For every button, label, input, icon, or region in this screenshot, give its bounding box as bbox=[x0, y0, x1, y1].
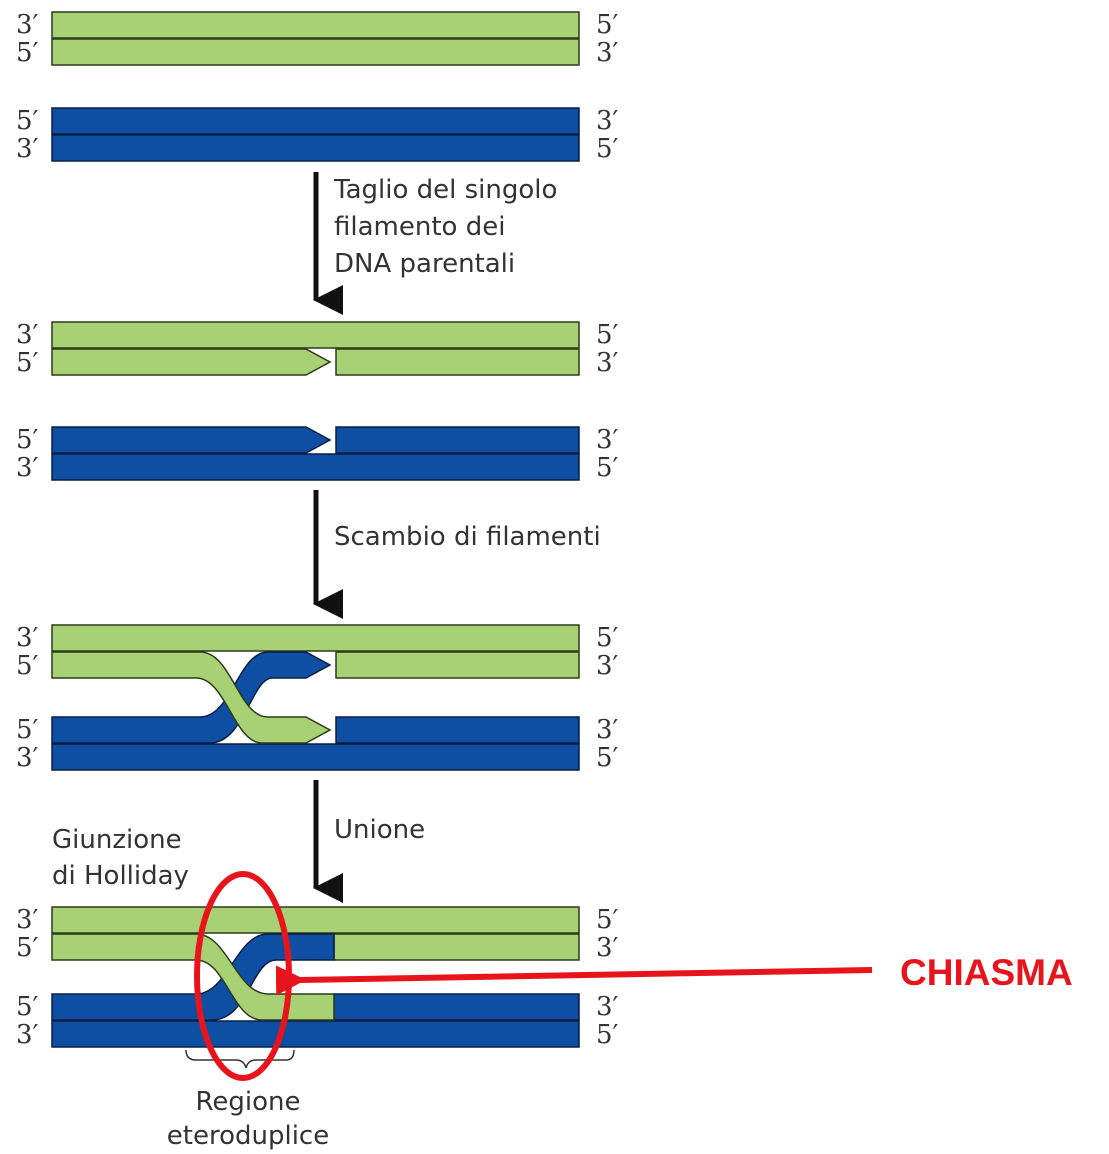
green-top-strand bbox=[51, 906, 580, 934]
step-label-line: filamento dei bbox=[334, 212, 505, 242]
heteroduplex-brace bbox=[185, 1049, 295, 1069]
blue-crossover-strand bbox=[51, 933, 335, 1021]
end-label-3prime: 3′ bbox=[596, 106, 619, 136]
holliday-junction-label: Giunzione di Holliday bbox=[52, 825, 189, 891]
blue-right-strand bbox=[335, 716, 580, 744]
end-label-5prime: 5′ bbox=[596, 905, 619, 935]
stage-3-strand-exchange: 3′ 5′ 5′ 3′ 5′ 3′ 3′ 5′ bbox=[16, 623, 619, 773]
chiasma-label: CHIASMA bbox=[900, 952, 1073, 993]
end-label-3prime: 3′ bbox=[16, 623, 39, 653]
end-label-3prime: 3′ bbox=[596, 992, 619, 1022]
end-label-3prime: 3′ bbox=[16, 320, 39, 350]
end-label-3prime: 3′ bbox=[596, 348, 619, 378]
green-top-strand bbox=[51, 624, 580, 652]
end-label-3prime: 3′ bbox=[596, 715, 619, 745]
blue-nicked-strand-right bbox=[335, 426, 580, 454]
end-label-3prime: 3′ bbox=[596, 425, 619, 455]
end-label-5prime: 5′ bbox=[596, 623, 619, 653]
green-right-strand bbox=[335, 651, 580, 679]
green-bottom-strand bbox=[51, 38, 580, 66]
heteroduplex-region-label: Regione eteroduplice bbox=[167, 1087, 329, 1151]
green-nicked-strand-left bbox=[51, 348, 332, 376]
end-label-5prime: 5′ bbox=[16, 933, 39, 963]
green-right-strand bbox=[333, 933, 580, 961]
end-label-5prime: 5′ bbox=[16, 348, 39, 378]
end-label-5prime: 5′ bbox=[596, 453, 619, 483]
green-top-strand bbox=[51, 11, 580, 39]
holliday-junction-label-line: di Holliday bbox=[52, 861, 189, 891]
end-label-3prime: 3′ bbox=[596, 933, 619, 963]
step-label-exchange: Scambio di filamenti bbox=[334, 522, 601, 552]
end-label-5prime: 5′ bbox=[596, 743, 619, 773]
end-label-5prime: 5′ bbox=[16, 425, 39, 455]
heteroduplex-label-line: Regione bbox=[195, 1087, 300, 1117]
green-duplex bbox=[51, 11, 580, 66]
end-label-5prime: 5′ bbox=[596, 1020, 619, 1050]
blue-right-strand bbox=[333, 993, 580, 1021]
end-label-5prime: 5′ bbox=[16, 651, 39, 681]
green-invading-strand bbox=[51, 651, 332, 744]
blue-bottom-strand bbox=[51, 743, 580, 771]
blue-duplex bbox=[51, 107, 580, 162]
end-label-5prime: 5′ bbox=[596, 10, 619, 40]
end-label-5prime: 5′ bbox=[596, 320, 619, 350]
end-label-5prime: 5′ bbox=[16, 992, 39, 1022]
end-label-3prime: 3′ bbox=[596, 38, 619, 68]
step-label-line: DNA parentali bbox=[334, 249, 515, 279]
stage-1-parental-duplexes: 3′ 5′ 5′ 3′ 5′ 3′ 3′ 5′ bbox=[16, 10, 619, 164]
blue-nicked-strand-left bbox=[51, 426, 332, 454]
step-label-ligation: Unione bbox=[334, 815, 425, 845]
end-label-3prime: 3′ bbox=[16, 905, 39, 935]
end-label-3prime: 3′ bbox=[16, 1020, 39, 1050]
end-label-3prime: 3′ bbox=[16, 453, 39, 483]
step-label-nick: Taglio del singolo filamento dei DNA par… bbox=[333, 175, 557, 279]
blue-invading-strand bbox=[51, 651, 332, 744]
holliday-junction-label-line: Giunzione bbox=[52, 825, 182, 855]
end-label-5prime: 5′ bbox=[16, 715, 39, 745]
end-label-3prime: 3′ bbox=[596, 651, 619, 681]
stage-2-nicked-duplexes: 3′ 5′ 5′ 3′ 5′ 3′ 3′ 5′ bbox=[16, 320, 619, 483]
blue-bottom-strand bbox=[51, 1020, 580, 1048]
green-crossover-strand bbox=[51, 933, 335, 1021]
blue-bottom-strand bbox=[51, 134, 580, 162]
step-label-line: Taglio del singolo bbox=[333, 175, 557, 205]
green-top-strand bbox=[51, 321, 580, 349]
stage-4-holliday-junction: 3′ 5′ 5′ 3′ 5′ 3′ 3′ 5′ bbox=[16, 905, 619, 1050]
heteroduplex-label-line: eteroduplice bbox=[167, 1121, 329, 1151]
green-nicked-strand-right bbox=[335, 348, 580, 376]
blue-bottom-strand bbox=[51, 453, 580, 481]
chiasma-pointer-arrow bbox=[275, 965, 873, 996]
end-label-5prime: 5′ bbox=[16, 106, 39, 136]
end-label-5prime: 5′ bbox=[596, 134, 619, 164]
end-label-3prime: 3′ bbox=[16, 743, 39, 773]
end-label-3prime: 3′ bbox=[16, 10, 39, 40]
end-label-3prime: 3′ bbox=[16, 134, 39, 164]
end-label-5prime: 5′ bbox=[16, 38, 39, 68]
blue-top-strand bbox=[51, 107, 580, 135]
